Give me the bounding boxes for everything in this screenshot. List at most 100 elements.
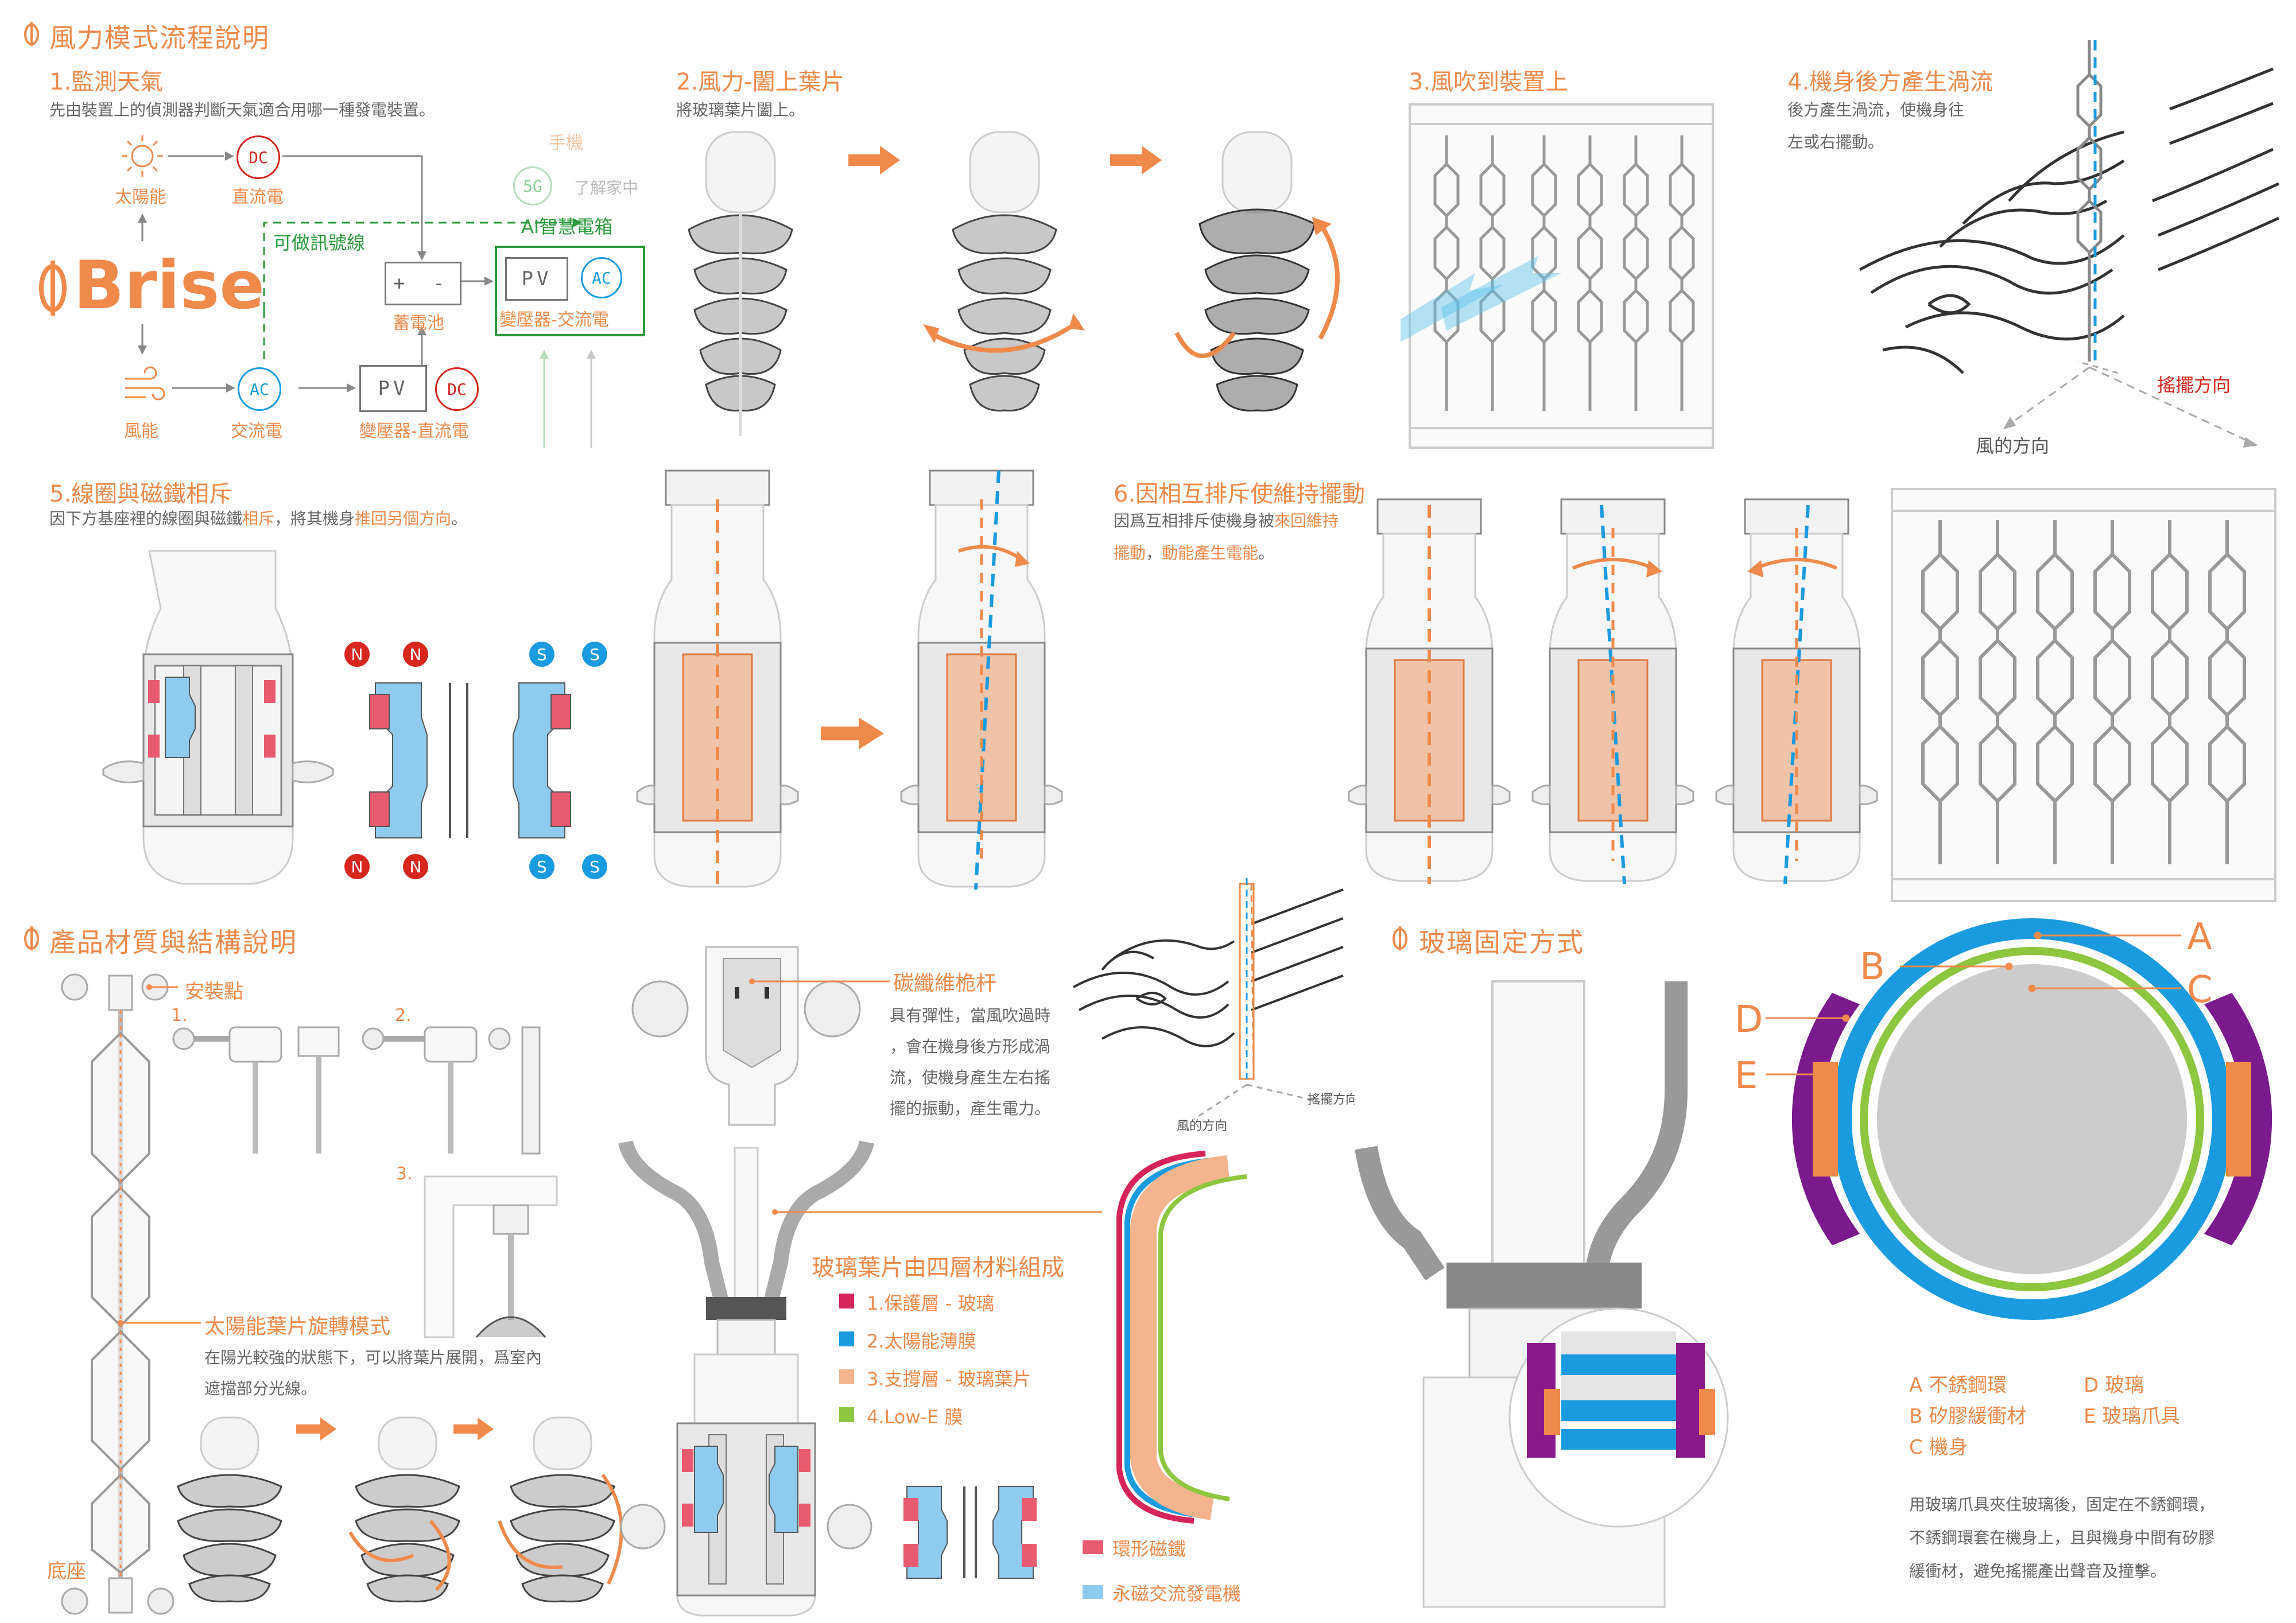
arrow-right-icon	[453, 1418, 494, 1440]
step4-wind-dir: 風的方向	[1976, 435, 2050, 457]
solar-mode-desc-1: 在陽光較強的狀態下，可以將葉片展開，爲室內	[204, 1348, 542, 1367]
legend-col2-e: E 玻璃爪具	[2084, 1405, 2181, 1428]
base-cross-section-5	[1531, 498, 1694, 884]
mount-render-3	[424, 1175, 558, 1338]
mount-step-2: 2.	[395, 1005, 412, 1026]
mount-render-2	[362, 1026, 541, 1155]
arrow-right-icon	[848, 146, 900, 174]
label-inverter-dc: 變壓器-直流電	[359, 421, 469, 441]
brand-logo-icon	[39, 261, 67, 316]
legend-protect-swatch	[839, 1294, 854, 1309]
legend-col1-c: C 機身	[1909, 1436, 1968, 1459]
legend-solar: 2.太陽能薄膜	[867, 1330, 976, 1352]
full-device-render	[61, 973, 174, 1615]
glass-layers-title: 玻璃葉片由四層材料組成	[812, 1255, 1064, 1281]
base-cross-section-3	[900, 469, 1063, 890]
label-signal-line: 可做訊號線	[273, 232, 366, 254]
legend-solar-swatch	[839, 1331, 854, 1346]
mast-closeup-render	[1355, 976, 1756, 1608]
label-inverter-ac: 變壓器-交流電	[499, 310, 609, 330]
dc-badge-top: DC	[236, 135, 280, 179]
step5-desc: 因下方基座裡的線圈與磁鐵相斥，將其機身推回另個方向。	[49, 503, 467, 535]
step4-desc-1: 後方產生渦流，使機身往	[1787, 100, 1965, 119]
step6-desc-f: 。	[1258, 543, 1275, 562]
section1-title: 風力模式流程說明	[49, 22, 270, 53]
carbon-leader	[749, 979, 890, 984]
dc-badge-inverter: DC	[435, 367, 479, 411]
label-ac: 交流電	[231, 421, 282, 441]
section3-title: 玻璃固定方式	[1419, 927, 1584, 958]
leader-lines-section2	[118, 984, 201, 1326]
step4-swing-dir: 搖擺方向	[2157, 374, 2231, 396]
legend-protect: 1.保護層 - 玻璃	[867, 1292, 995, 1314]
mount-render-1	[172, 1026, 340, 1154]
legend-ring-magnet: 環形磁鐵	[1112, 1538, 1186, 1560]
legend-col2-d: D 玻璃	[2084, 1374, 2144, 1397]
fixing-desc-3: 緩衝材，避免搖擺產出聲音及撞擊。	[1909, 1562, 2167, 1581]
ac-badge-box: AC	[581, 257, 622, 298]
legend-lowe-swatch	[839, 1407, 854, 1422]
mount-step-3: 3.	[396, 1164, 413, 1184]
small-wind-dir: 風的方向	[1177, 1119, 1228, 1133]
solar-mode-desc-2: 遮擋部分光線。	[204, 1379, 317, 1398]
pole-n-4: N	[409, 857, 422, 876]
legend-support-swatch	[839, 1369, 854, 1384]
arrow-right-icon	[821, 717, 884, 750]
step5-desc-e: 。	[451, 509, 468, 528]
ring-letter-a: A	[2187, 916, 2212, 958]
step6-desc-d: ，	[1146, 543, 1162, 562]
step5-desc-a: 因下方基座裡的線圈與磁鐵	[49, 509, 243, 528]
ring-letter-d: D	[1735, 999, 1763, 1041]
base-cross-section-1	[102, 550, 334, 885]
brise-logo-icon	[24, 22, 39, 46]
solar-mode-title: 太陽能葉片旋轉模式	[204, 1315, 391, 1338]
step4-title: 4.機身後方產生渦流	[1787, 69, 1994, 95]
arrow-right-icon	[296, 1418, 336, 1440]
vortex-diagram	[1859, 40, 2280, 448]
open-blade-render-1	[177, 1416, 282, 1603]
step4-desc-2: 左或右擺動。	[1787, 133, 1884, 152]
pole-n-1: N	[351, 645, 363, 664]
step6-desc-c: 擺動	[1114, 543, 1146, 562]
carbon-desc-1: 具有彈性，當風吹過時	[890, 1006, 1051, 1025]
brand-name: Brise	[73, 247, 265, 324]
magnet-pole-diagram	[344, 642, 607, 879]
vortex-diagram-small	[1073, 878, 1344, 1120]
glass-layer-section	[1116, 1151, 1247, 1524]
open-blade-render-3	[498, 1416, 623, 1603]
legend-lowe: 4.Low-E 膜	[867, 1406, 963, 1428]
carbon-mast-render	[631, 946, 861, 1126]
step6-desc-a: 因爲互相排斥使機身被	[1114, 511, 1275, 530]
pole-s-2: S	[589, 645, 600, 664]
open-blade-render-2	[348, 1416, 460, 1603]
legend-ring-magnet-swatch	[1083, 1540, 1103, 1554]
base-cross-section-2	[636, 469, 799, 890]
base-cross-section-4	[1348, 498, 1511, 884]
step3-title: 3.風吹到裝置上	[1409, 69, 1569, 95]
label-base: 底座	[47, 1560, 86, 1583]
step1-desc: 先由裝置上的偵測器判斷天氣適合用哪一種發電裝置。	[49, 100, 436, 119]
step5-desc-d: 推回另個方向	[355, 509, 452, 528]
label-smart-box: AI智慧電箱	[521, 216, 613, 238]
label-dc-top: 直流電	[232, 187, 284, 207]
legend-alternator-swatch	[1083, 1585, 1103, 1599]
closed-blade-render-3	[1174, 131, 1340, 411]
fixing-desc-1: 用玻璃爪具夾住玻璃後，固定在不銹鋼環，	[1909, 1495, 2215, 1514]
brise-logo-icon	[24, 926, 39, 950]
step5-desc-b: 相斥	[242, 509, 275, 528]
pv-box-dc: PV	[359, 365, 427, 412]
label-learn-home: 了解家中	[574, 178, 639, 197]
base-cross-section-6	[1715, 498, 1878, 884]
step2-title: 2.風力-闔上葉片	[676, 69, 844, 95]
magnet-mini-diagram	[903, 1486, 1037, 1579]
wind-icon	[125, 366, 165, 401]
step6-title: 6.因相互排斥使維持擺動	[1114, 481, 1366, 507]
mount-step-1: 1.	[171, 1005, 188, 1026]
carbon-desc-4: 擺的振動，產生電力。	[890, 1099, 1051, 1118]
carbon-title: 碳纖維桅杆	[893, 972, 997, 995]
ring-letter-e: E	[1735, 1055, 1758, 1097]
arrow-right-icon	[1110, 146, 1162, 174]
step2-desc: 將玻璃葉片闔上。	[676, 100, 805, 119]
pv-box-ac: PV	[505, 257, 568, 301]
small-swing-dir: 搖擺方向	[1308, 1093, 1359, 1107]
